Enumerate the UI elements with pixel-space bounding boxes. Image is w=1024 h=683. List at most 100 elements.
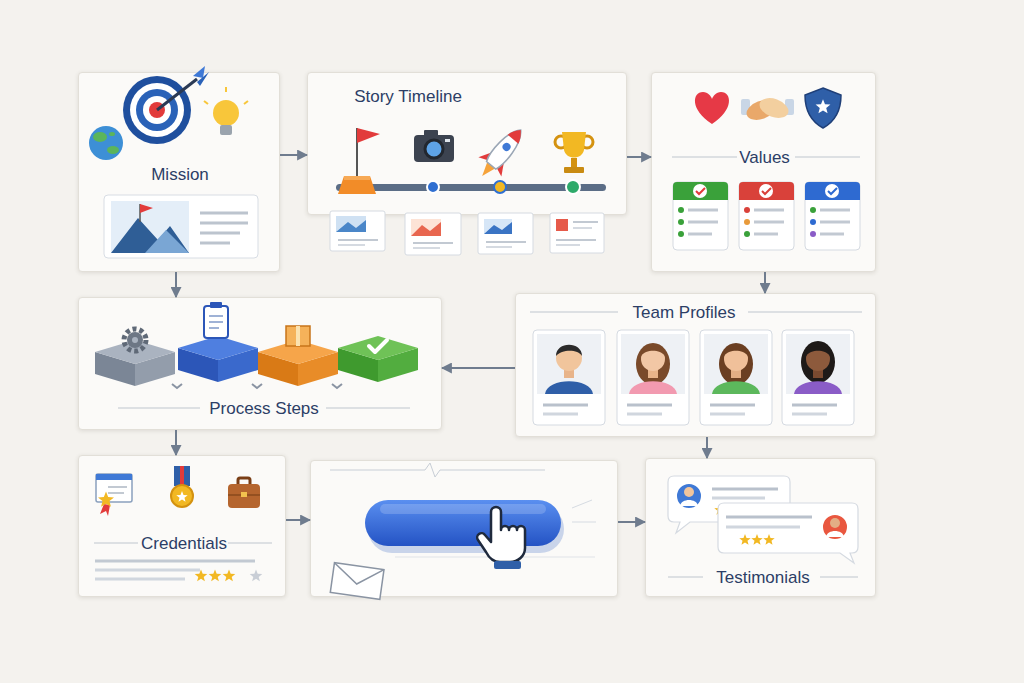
checklist-cards: [688, 221, 718, 224]
profile-card: [710, 404, 755, 407]
certificate-icon: [96, 474, 132, 480]
gear-icon: [124, 329, 146, 351]
title-rule: [795, 156, 860, 158]
profile-card: [627, 413, 662, 416]
checklist-cards: [805, 194, 860, 200]
image-card: [200, 232, 240, 235]
cta-button: [380, 504, 546, 514]
decor-lines: [572, 500, 596, 522]
lightbulb-icon: [204, 101, 208, 104]
target-icon: [123, 76, 191, 144]
clipboard-icon: [209, 321, 223, 323]
profile-card: [786, 334, 850, 394]
review-bubble: [668, 476, 790, 533]
envelope-icon: [332, 563, 384, 588]
profile-card: [700, 330, 772, 425]
review-bubble: [718, 503, 858, 563]
step-chevrons: [172, 384, 182, 388]
checklist-cards: [825, 184, 839, 198]
section-title: Mission: [79, 165, 281, 185]
timeline-bar: [344, 176, 370, 180]
review-bubble: [718, 503, 858, 563]
review-bubble: [668, 476, 790, 533]
rocket-icon: [485, 125, 528, 171]
image-card: [111, 218, 189, 253]
gear-icon: [132, 337, 138, 343]
checklist-cards: [696, 188, 705, 194]
profile-card: [801, 341, 835, 383]
briefcase-icon: [228, 484, 260, 508]
review-bubble: [739, 534, 750, 545]
trophy-icon: [571, 158, 577, 167]
globe-icon: [93, 132, 107, 142]
target-icon: [136, 89, 178, 131]
lightbulb-icon: [213, 100, 239, 126]
photo-thumbnails: [336, 216, 366, 232]
text-lines: [95, 560, 255, 563]
shield-icon: [805, 88, 841, 128]
trophy-icon: [555, 132, 593, 173]
flag-icon: [357, 128, 380, 143]
photo-thumbnails: [338, 244, 365, 246]
flow-arrow: [442, 367, 515, 369]
medal-icon: [176, 491, 187, 502]
star-rating: [195, 569, 208, 581]
profile-card: [533, 330, 605, 425]
certificate-icon: [100, 504, 110, 516]
image-card: [200, 222, 248, 225]
checklist-cards: [739, 182, 794, 200]
certificate-icon: [98, 492, 114, 507]
checklist-cards: [744, 219, 750, 225]
trophy-icon: [581, 136, 593, 148]
cta-button: [365, 500, 561, 546]
profile-card: [700, 330, 772, 425]
decor-lines: [395, 557, 595, 558]
flag-icon: [356, 128, 358, 176]
flag-icon: [357, 128, 380, 176]
checklist-cards: [810, 219, 816, 225]
photo-thumbnails: [330, 211, 604, 255]
photo-thumbnails: [411, 222, 441, 236]
checklist-cards: [820, 233, 844, 236]
title-rule: [820, 576, 858, 578]
review-bubble: [712, 488, 778, 491]
camera-icon: [414, 130, 454, 162]
camera-icon: [424, 130, 438, 137]
medal-icon: [171, 485, 193, 507]
lightbulb-icon: [204, 87, 248, 135]
target-icon: [143, 96, 171, 124]
section-panel: Process Steps: [78, 297, 442, 430]
checklist-cards: [805, 182, 860, 250]
process-blocks: [378, 348, 418, 382]
rocket-icon: [478, 146, 495, 163]
camera-icon: [445, 139, 450, 142]
profile-card: [556, 345, 582, 371]
process-blocks: [338, 336, 418, 360]
lightbulb-icon: [244, 101, 248, 104]
decor-lines: [330, 463, 545, 477]
photo-thumbnails: [405, 213, 461, 255]
step-chevrons: [332, 384, 342, 388]
checklist-cards: [805, 182, 860, 200]
profile-card: [621, 334, 685, 394]
box-icon: [286, 326, 310, 346]
camera-icon: [425, 140, 443, 158]
photo-thumbnails: [413, 242, 453, 244]
lightbulb-icon: [220, 125, 232, 135]
checklist-cards: [754, 233, 778, 236]
title-rule: [668, 576, 703, 578]
section-title: Credentials: [84, 534, 284, 554]
section-panel: Story Timeline: [307, 72, 627, 215]
checklist-cards: [810, 231, 816, 237]
title-rule: [118, 408, 410, 409]
timeline-bar: [566, 180, 580, 194]
profile-card: [712, 381, 760, 394]
photo-thumbnails: [484, 222, 512, 234]
title-rule: [530, 312, 862, 313]
image-card: [145, 230, 189, 253]
profile-card: [648, 368, 658, 378]
photo-thumbnails: [556, 239, 596, 241]
profile-card: [704, 334, 768, 394]
profile-card: [641, 347, 665, 371]
profile-card: [806, 347, 830, 371]
